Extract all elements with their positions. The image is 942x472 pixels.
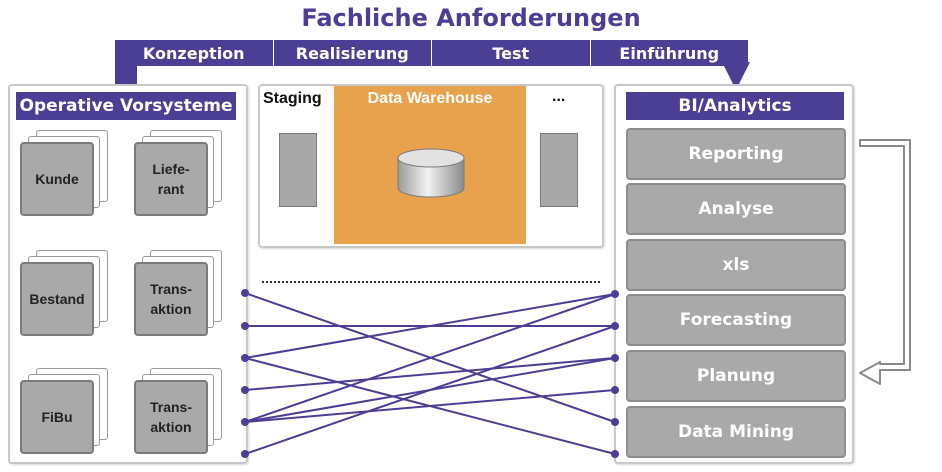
phase-bar: Konzeption Realisierung Test Einführung	[115, 40, 748, 66]
source-transaktion-2: Trans- aktion	[134, 368, 222, 454]
data-warehouse-label: Data Warehouse	[367, 90, 493, 107]
phase-einfuehrung: Einführung	[589, 40, 749, 66]
phase-test: Test	[431, 40, 590, 66]
phase-konzeption: Konzeption	[142, 43, 245, 63]
more-label: ...	[552, 88, 566, 105]
more-area-icon	[540, 133, 578, 207]
source-fibu: FiBu	[20, 368, 108, 454]
bi-analytics-header: BI/Analytics	[626, 92, 844, 120]
source-transaktion-1: Trans- aktion	[134, 250, 222, 336]
staging-label: Staging	[263, 90, 322, 107]
operative-systems-header: Operative Vorsysteme	[16, 92, 236, 120]
feedback-arrow-icon	[859, 139, 911, 385]
bi-item-analyse: Analyse	[626, 183, 846, 235]
bi-item-xls: xls	[626, 239, 846, 291]
bi-item-data-mining: Data Mining	[626, 406, 846, 458]
source-lieferant: Liefe- rant	[134, 130, 222, 216]
phase-realisierung: Realisierung	[272, 40, 432, 66]
phase-bar-left-connector	[115, 66, 137, 88]
bi-item-planung: Planung	[626, 350, 846, 402]
database-icon	[397, 148, 465, 198]
bi-item-forecasting: Forecasting	[626, 294, 846, 346]
dotted-divider	[262, 281, 600, 283]
bi-item-reporting: Reporting	[626, 128, 846, 180]
diagram-title: Fachliche Anforderungen	[301, 4, 641, 32]
source-kunde: Kunde	[20, 130, 108, 216]
staging-area-icon	[279, 133, 317, 207]
source-bestand: Bestand	[20, 250, 108, 336]
